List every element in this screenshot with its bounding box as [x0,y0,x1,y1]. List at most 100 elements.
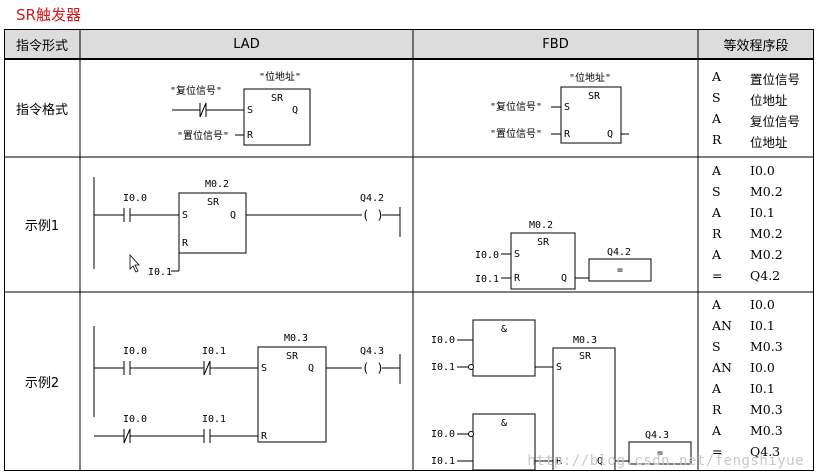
fbd-format-diagram: "位地址" SR "复位信号" S "置位信号" R Q [490,71,629,144]
lad-format-reset-label: "复位信号" [170,84,222,97]
fbd-ex2-and2-symbol: & [501,418,507,429]
fbd-format-block-name: SR [588,91,601,102]
fbd-ex1-assign-box [588,258,652,282]
lad-ex1-set-contact-label: I0.0 [123,193,147,204]
lad-ex2-c4-label: I0.1 [202,414,226,425]
lad-ex2-c1-label: I0.0 [123,346,147,357]
fbd-ex2-assign-symbol: = [657,448,663,459]
lad-format-s-pin: S [247,105,253,116]
lad-ex2-block-addr: M0.3 [284,333,308,344]
lad-ex2-coil: ( ) [362,361,384,375]
header-form: 指令形式 [4,29,80,59]
fbd-ex2-b1-label: I0.0 [431,429,455,440]
header-fbd: FBD [413,29,698,59]
cursor-arrow-icon [129,253,140,273]
lad-format-diagram: "复位信号" "位地址" SR S Q R "置位信号" [170,70,311,146]
fbd-ex2-sr-block [552,347,616,471]
fbd-ex1-r-pin: R [514,273,521,284]
fbd-ex1-set-label: I0.0 [475,250,499,261]
fbd-ex2-s-pin: S [556,362,562,373]
fbd-ex2-and1-block [472,319,536,377]
watermark: http://blog.csdn.net/fengshiyue [527,453,804,469]
fbd-ex1-s-pin: S [514,249,520,260]
lad-ex2-s-pin: S [261,363,267,374]
lad-ex2-coil-label: Q4.3 [360,346,384,357]
fbd-format-addr-label: "位地址" [569,71,611,84]
lad-ex1-reset-label: I0.1 [148,267,172,278]
lad-format-r-pin: R [247,130,254,141]
fbd-ex2-r-pin: R [556,456,563,467]
lad-ex2-c2-label: I0.1 [202,346,226,357]
header-stl: 等效程序段 [698,29,814,59]
lad-ex1-q-pin: Q [230,210,236,221]
fbd-ex2-a1-label: I0.0 [431,335,455,346]
row-label-example1: 示例1 [24,219,60,234]
header-lad: LAD [80,29,413,59]
stl-line: =Q4.2 [712,268,781,283]
lad-ex1-r-pin: R [182,238,189,249]
stl-line: =Q4.3 [712,444,781,459]
lad-example1-diagram: I0.0 M0.2 SR S Q R Q4.2 ( ) I0.1 [93,177,401,278]
lad-ex2-block-name: SR [286,351,299,362]
fbd-ex2-q-pin: Q [597,456,603,467]
fbd-example2-diagram: & I0.0 I0.1 M0.3 SR S & I0.0 I0.1 R Q Q4… [431,319,692,471]
lad-ex2-c3-label: I0.0 [123,414,147,425]
fbd-ex1-block-name: SR [537,237,550,248]
lad-format-sr-block [243,88,311,146]
lad-ex1-block-addr: M0.2 [205,179,229,190]
fbd-format-set-label: "置位信号" [490,127,542,140]
sr-flipflop-table: 指令形式 LAD FBD 等效程序段 指令格式 示例1 示例2 "复位信号" "… [4,29,814,471]
fbd-example1-diagram: M0.2 SR I0.0 S I0.1 R Q Q4.2 = [475,220,652,290]
fbd-format-q-pin: Q [607,129,613,140]
lad-ex1-coil: ( ) [362,208,384,222]
lad-ex1-block-name: SR [207,197,220,208]
lad-ex2-q-pin: Q [308,363,314,374]
lad-ex2-r-pin: R [261,431,268,442]
fbd-ex2-and2-block [472,413,536,471]
lad-ex1-sr-block [178,192,247,254]
fbd-format-sr-block [560,86,622,144]
fbd-ex1-out-label: Q4.2 [607,247,631,258]
lad-ex2-sr-block [257,346,327,443]
page-title: SR触发器 [16,6,81,24]
fbd-format-s-pin: S [564,102,570,113]
fbd-ex2-assign-box [628,441,692,465]
fbd-ex2-b2-label: I0.1 [431,456,455,467]
lad-format-block-name: SR [271,93,284,104]
fbd-ex2-and1-symbol: & [501,324,507,335]
fbd-format-reset-label: "复位信号" [490,100,542,113]
fbd-ex1-reset-label: I0.1 [475,274,499,285]
lad-ex1-s-pin: S [182,210,188,221]
fbd-ex2-a2-label: I0.1 [431,362,455,373]
lad-format-q-pin: Q [292,105,298,116]
lad-ex1-coil-label: Q4.2 [360,193,384,204]
table-grid [4,29,814,471]
lad-example2-diagram: I0.0 I0.1 M0.3 SR S Q R Q4.3 ( ) I0.0 I0… [93,326,401,444]
fbd-ex2-block-name: SR [579,351,592,362]
lad-format-set-label: "置位信号" [177,129,229,142]
fbd-ex2-out-label: Q4.3 [645,430,669,441]
fbd-format-r-pin: R [564,129,571,140]
fbd-ex1-sr-block [510,232,576,290]
row-label-example2: 示例2 [24,376,60,391]
fbd-ex1-q-pin: Q [561,273,567,284]
